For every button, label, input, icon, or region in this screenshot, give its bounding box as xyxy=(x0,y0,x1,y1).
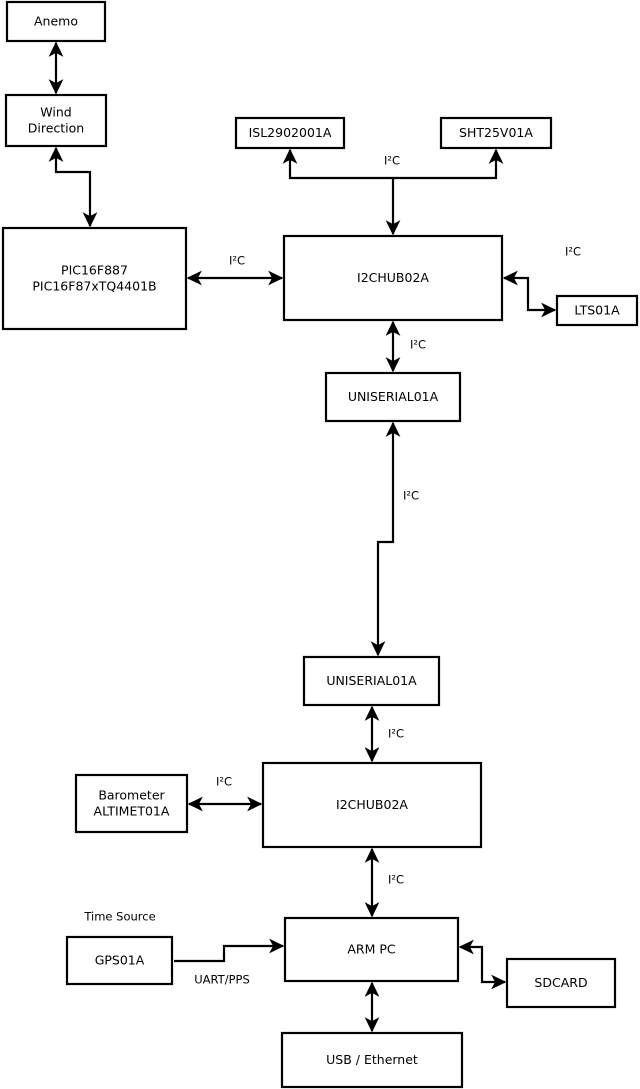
node-box-isl[interactable] xyxy=(234,116,346,150)
edge-pic-wind xyxy=(48,146,98,228)
node-box-hub_bot[interactable] xyxy=(261,761,483,849)
edge-path xyxy=(174,938,285,963)
node-box-hub_top[interactable] xyxy=(282,234,504,322)
node-label-uniserial_bot: UNISERIAL01A xyxy=(326,673,417,688)
node-box-anemo[interactable] xyxy=(5,0,107,43)
edge-layer: I²C I²C I²C I²C I²C I²C I²C I²C UART/PPS xyxy=(48,41,581,1033)
node-label-hub_top: I2CHUB02A xyxy=(357,270,429,285)
edge-pic-hub_top: I²C xyxy=(186,254,284,286)
node-label-uniserial_top: UNISERIAL01A xyxy=(348,389,439,404)
node-box-barometer[interactable] xyxy=(74,773,189,834)
node-box-uniserial_bot[interactable] xyxy=(302,655,441,707)
node-box-sdcard[interactable] xyxy=(505,957,617,1009)
node-hub_top[interactable]: I2CHUB02A xyxy=(282,234,504,322)
node-label-sht: SHT25V01A xyxy=(459,125,533,140)
node-box-wind[interactable] xyxy=(4,93,108,148)
node-box-pic[interactable] xyxy=(1,226,188,331)
node-label-isl: ISL2902001A xyxy=(249,125,332,140)
node-label-hub_bot: I2CHUB02A xyxy=(336,797,408,812)
free-label-layer: Time Source xyxy=(83,910,155,924)
edge-label-uniserial_top-uniserial_bot: I²C xyxy=(403,489,419,503)
edge-label-uniserial_bot-hub_bot: I²C xyxy=(388,727,404,741)
edge-armpc-sdcard xyxy=(458,939,507,990)
edge-path xyxy=(458,939,507,990)
node-label-usb: USB / Ethernet xyxy=(326,1052,418,1067)
node-uniserial_top[interactable]: UNISERIAL01A xyxy=(324,371,462,423)
edge-hub_top-sensors: I²C xyxy=(282,148,401,236)
edge-label-barometer-hub_bot: I²C xyxy=(216,775,232,789)
node-box-armpc[interactable] xyxy=(283,916,460,983)
edge-gps-armpc: UART/PPS xyxy=(174,938,285,987)
edge-hub_top-uniserial_top: I²C xyxy=(385,320,426,373)
node-usb[interactable]: USB / Ethernet xyxy=(280,1031,464,1089)
node-box-lts[interactable] xyxy=(555,294,639,327)
node-isl[interactable]: ISL2902001A xyxy=(234,116,346,150)
edge-label-gps-armpc: UART/PPS xyxy=(194,973,250,987)
node-box-usb[interactable] xyxy=(280,1031,464,1089)
free-label-time-source: Time Source xyxy=(83,910,155,924)
edge-path xyxy=(502,270,557,318)
edge-uniserial_top-uniserial_bot: I²C xyxy=(370,421,419,657)
node-label-armpc: ARM PC xyxy=(347,941,396,956)
node-sdcard[interactable]: SDCARD xyxy=(505,957,617,1009)
node-lts[interactable]: LTS01A xyxy=(555,294,639,327)
edge-hub_top-lts: I²C xyxy=(502,245,581,318)
edge-label-hub_top-uniserial_top: I²C xyxy=(410,338,426,352)
node-sht[interactable]: SHT25V01A xyxy=(439,116,553,150)
edge-label-hub_top-sensors: I²C xyxy=(384,154,400,168)
edge-label-pic-hub_top: I²C xyxy=(229,254,245,268)
node-box-gps[interactable] xyxy=(65,935,174,986)
node-gps[interactable]: GPS01A xyxy=(65,935,174,986)
node-box-sht[interactable] xyxy=(439,116,553,150)
node-anemo[interactable]: Anemo xyxy=(5,0,107,43)
node-label-anemo: Anemo xyxy=(34,13,78,28)
node-label-lts: LTS01A xyxy=(574,302,620,317)
edge-uniserial_bot-hub_bot: I²C xyxy=(364,705,404,763)
edge-barometer-hub_bot: I²C xyxy=(187,775,263,812)
node-uniserial_bot[interactable]: UNISERIAL01A xyxy=(302,655,441,707)
edge-hub_top-sht-branch xyxy=(393,148,504,180)
edge-hub_bot-armpc: I²C xyxy=(364,847,404,918)
node-label-sdcard: SDCARD xyxy=(534,975,587,990)
edge-path xyxy=(48,146,98,228)
edge-label-hub_bot-armpc: I²C xyxy=(388,873,404,887)
edge-label-hub_top-lts: I²C xyxy=(565,245,581,259)
node-armpc[interactable]: ARM PC xyxy=(283,916,460,983)
node-box-uniserial_top[interactable] xyxy=(324,371,462,423)
edge-path xyxy=(370,421,401,657)
node-hub_bot[interactable]: I2CHUB02A xyxy=(261,761,483,849)
node-label-gps: GPS01A xyxy=(95,952,145,967)
edge-path xyxy=(393,148,504,180)
edge-path xyxy=(282,148,401,236)
